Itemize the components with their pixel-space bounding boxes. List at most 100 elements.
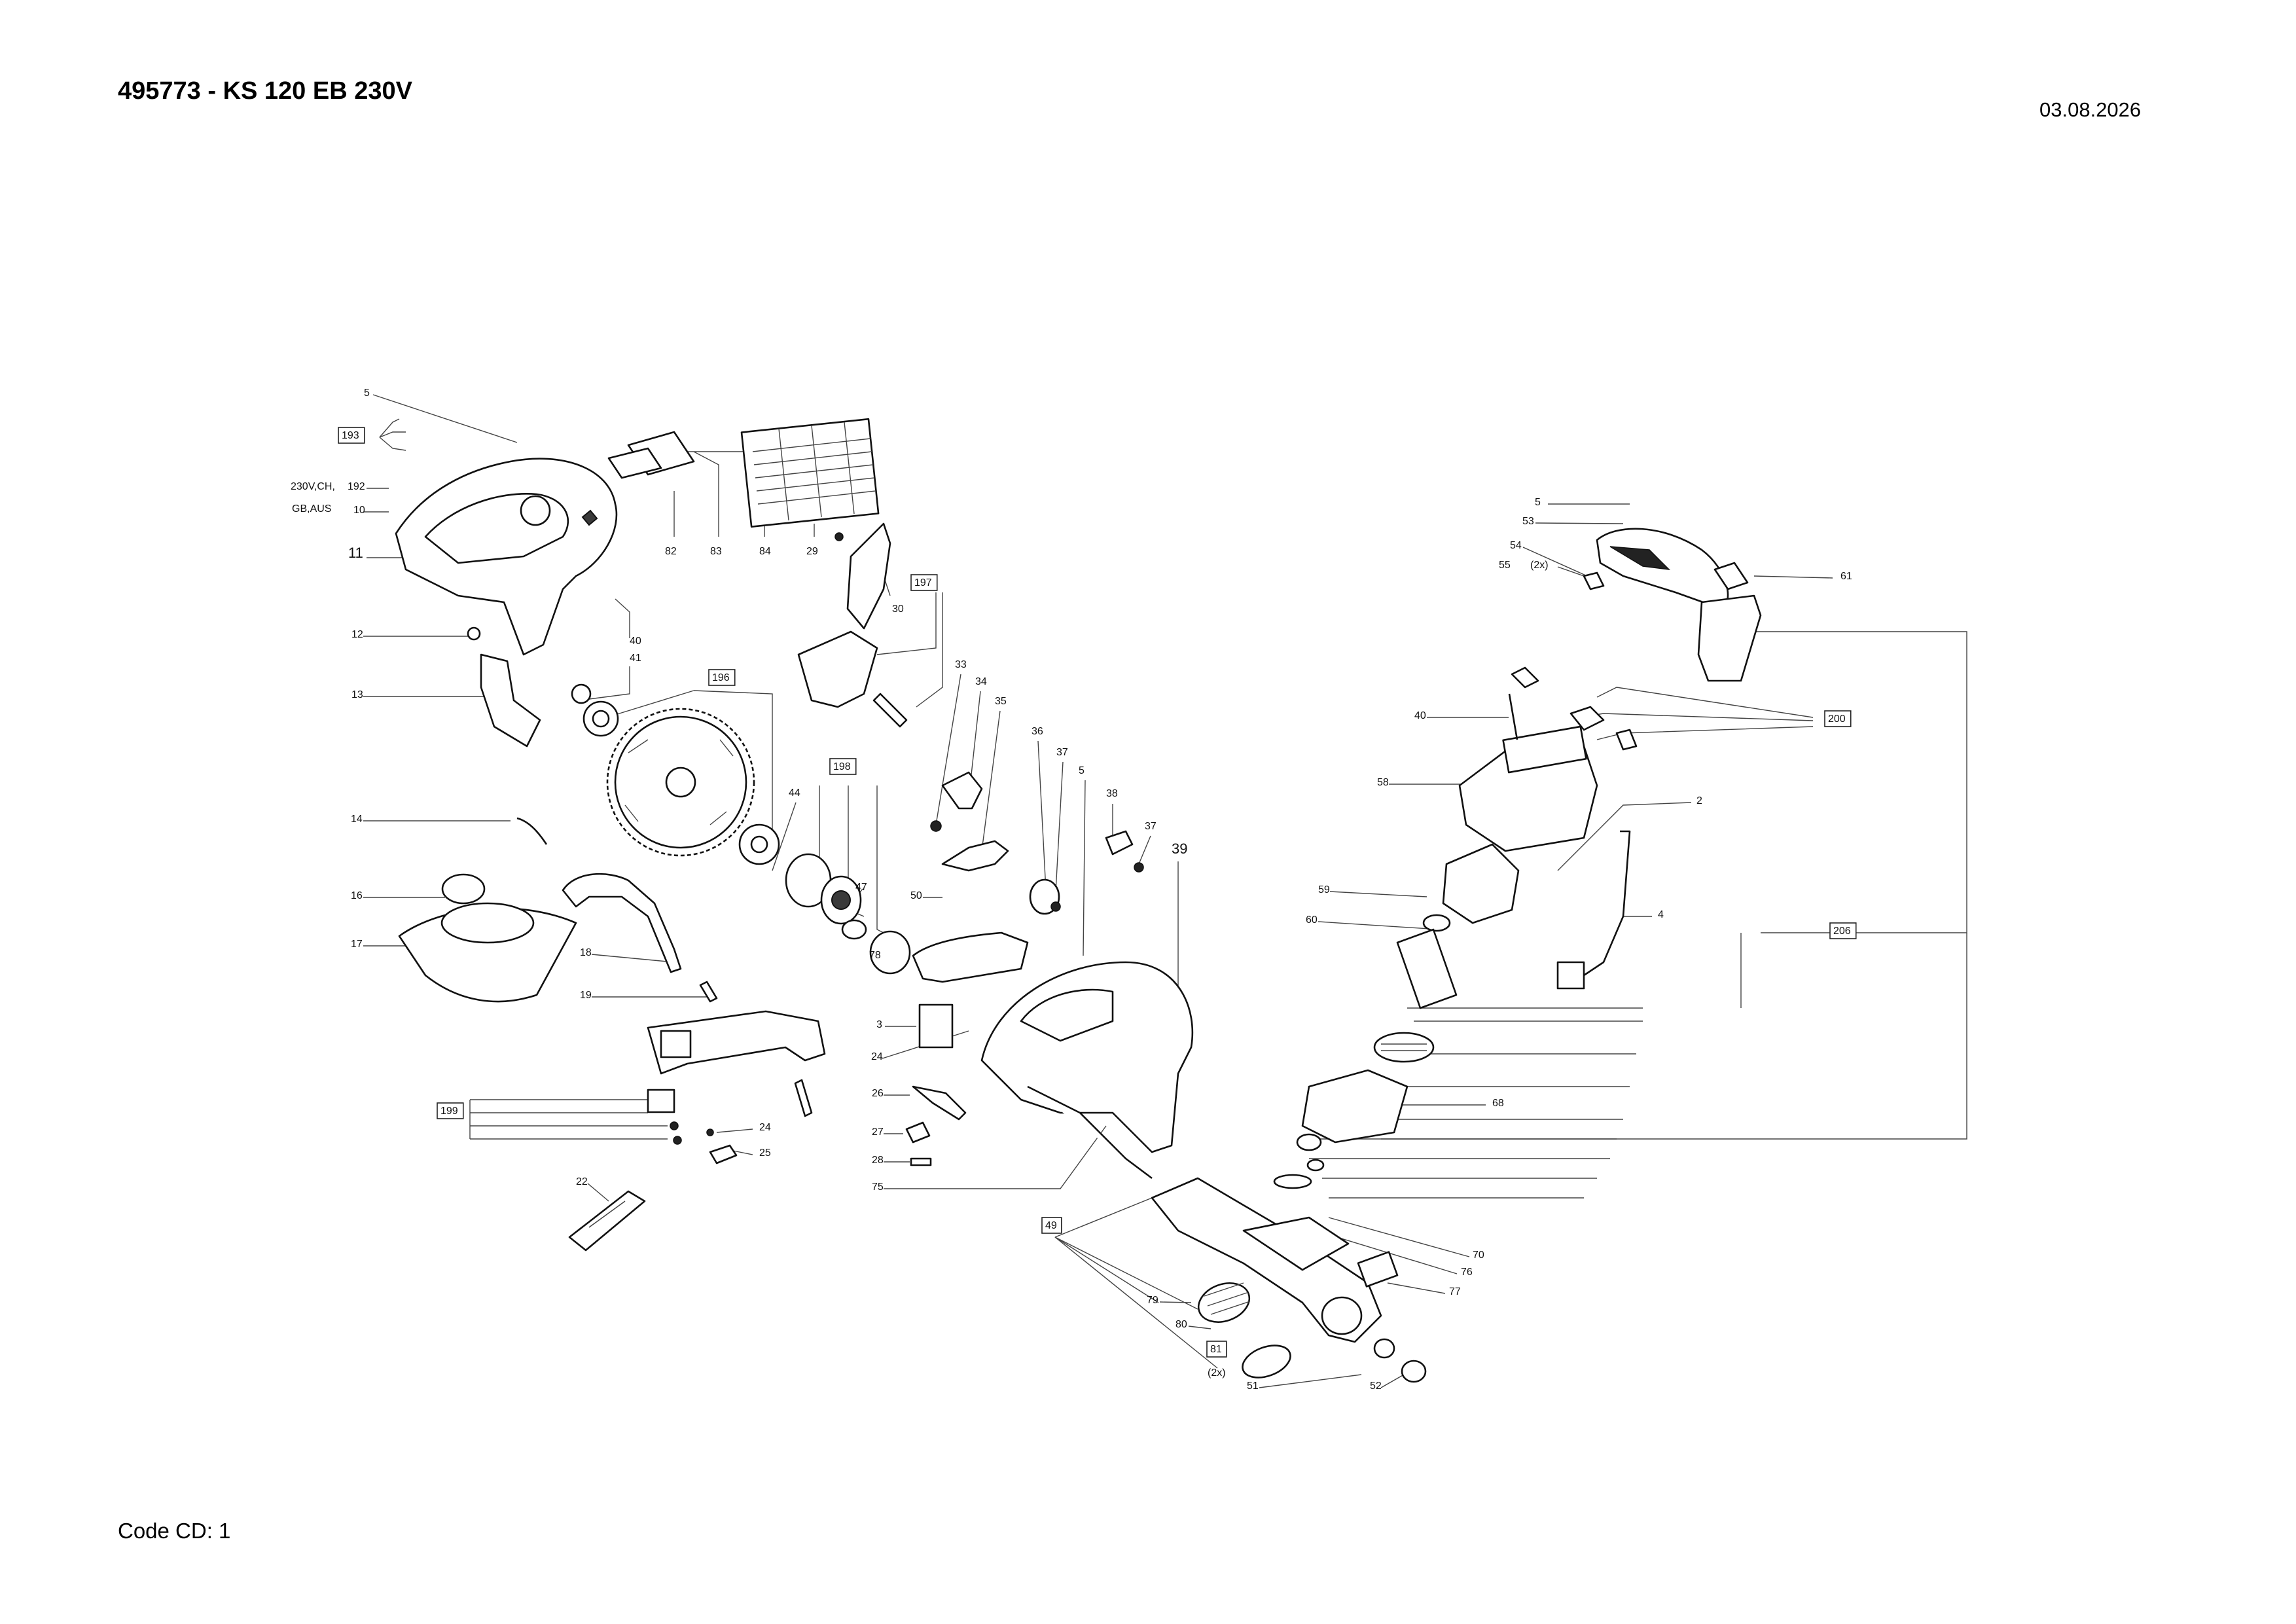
callout-label: 28 [872,1155,884,1166]
power-cord-4 [1556,830,1631,990]
callout-label: 59 [1318,884,1330,895]
callout-label: (2x) [1208,1367,1226,1379]
callout-label: 24 [871,1051,883,1062]
callout-label: 40 [630,636,641,647]
callout-label: 14 [351,814,363,825]
callout-label: 55 [1499,560,1511,571]
callout-box [1829,922,1857,939]
arm-78 [912,931,1029,983]
callout-label: 61 [1840,571,1852,582]
callout-box [910,574,938,591]
callout-label: (2x) [1530,560,1549,571]
chute-30 [797,522,908,728]
callout-label: 12 [351,629,363,640]
callout-label: 230V,CH, [291,481,335,492]
base-arm-49 [1151,1177,1399,1343]
callout-label: 13 [351,689,363,700]
lever-18 [562,873,718,1003]
document-date: 03.08.2026 [2039,98,2142,121]
callout-label: 38 [1106,788,1118,799]
callout-label: 41 [630,653,641,664]
handle-assembly-199 [647,1010,826,1164]
callout-label: 200 [1828,713,1846,725]
callout-label: 54 [1510,540,1522,551]
callout-label: 37 [1145,821,1157,832]
saw-blade [571,683,755,857]
callout-label: 58 [1377,777,1389,788]
callout-label: 81 [1210,1344,1222,1355]
callout-box [1206,1341,1227,1358]
callout-label: 198 [833,761,851,772]
callout-box [1041,1217,1062,1234]
label-sheet-84 [740,418,880,528]
callout-label: 35 [995,696,1007,707]
callout-label: 5 [1535,497,1541,508]
callout-label: 206 [1833,926,1851,937]
callout-label: 68 [1492,1098,1504,1109]
riving-knife-13 [467,626,541,748]
callout-box [1824,710,1852,727]
flange-parts [738,823,911,975]
callout-label: 44 [789,787,800,799]
callout-box [338,427,365,444]
part-22 [568,1190,646,1252]
callout-label: 26 [872,1088,884,1099]
brackets-33-35 [930,771,1009,872]
callout-label: 197 [914,577,932,588]
parts-36-38 [1029,830,1144,915]
callout-label: 199 [440,1106,458,1117]
callout-label: 33 [955,659,967,670]
motor-cover-53 [1583,528,1729,610]
callout-label: 10 [353,505,365,516]
callout-label: GB,AUS [292,503,331,514]
motor-housing-39 [980,961,1194,1180]
callout-label: 39 [1172,840,1187,857]
callout-label: 192 [348,481,365,492]
callout-label: 11 [348,545,363,561]
callout-label: 30 [892,604,904,615]
motor-parts [1273,693,1598,1189]
callout-label: 27 [872,1127,884,1138]
callout-label: 52 [1370,1380,1382,1392]
switch-61 [1697,562,1762,682]
callout-label: 80 [1175,1319,1187,1330]
callout-box [437,1102,464,1119]
callout-label: 77 [1449,1286,1461,1297]
upper-blade-guard-11 [395,431,695,656]
callout-label: 17 [351,939,363,950]
callout-label: 3 [876,1019,882,1030]
callout-label: 25 [759,1147,771,1159]
callout-label: 84 [759,546,771,557]
callout-label: 37 [1056,747,1068,758]
callout-label: 51 [1247,1380,1259,1392]
callout-label: 16 [351,890,363,901]
lower-guard-17 [398,817,577,1003]
callout-label: 49 [1045,1220,1057,1231]
callout-label: 53 [1522,516,1534,527]
callout-label: 2 [1696,795,1702,806]
callout-label: 76 [1461,1267,1473,1278]
callout-label: 29 [806,546,818,557]
callout-label: 19 [580,990,592,1001]
callout-label: 70 [1473,1250,1484,1261]
callout-label: 22 [576,1176,588,1187]
callout-label: 36 [1031,726,1043,737]
callout-label: 193 [342,430,359,441]
callout-label: 18 [580,947,592,958]
callout-label: 50 [910,890,922,901]
document-title: 495773 - KS 120 EB 230V [118,77,412,105]
callout-label: 82 [665,546,677,557]
callout-label: 5 [364,388,370,399]
callout-label: 40 [1414,710,1426,721]
callout-label: 78 [869,950,881,961]
small-parts-3-28 [905,1003,967,1166]
callout-label: 60 [1306,914,1318,926]
callout-label: 24 [759,1122,771,1133]
callout-label: 47 [855,882,867,893]
wiring-200 [1511,666,1638,751]
footer-code: Code CD: 1 [118,1519,231,1543]
callout-label: 34 [975,676,987,687]
rollers-79-81 [1197,1282,1427,1383]
